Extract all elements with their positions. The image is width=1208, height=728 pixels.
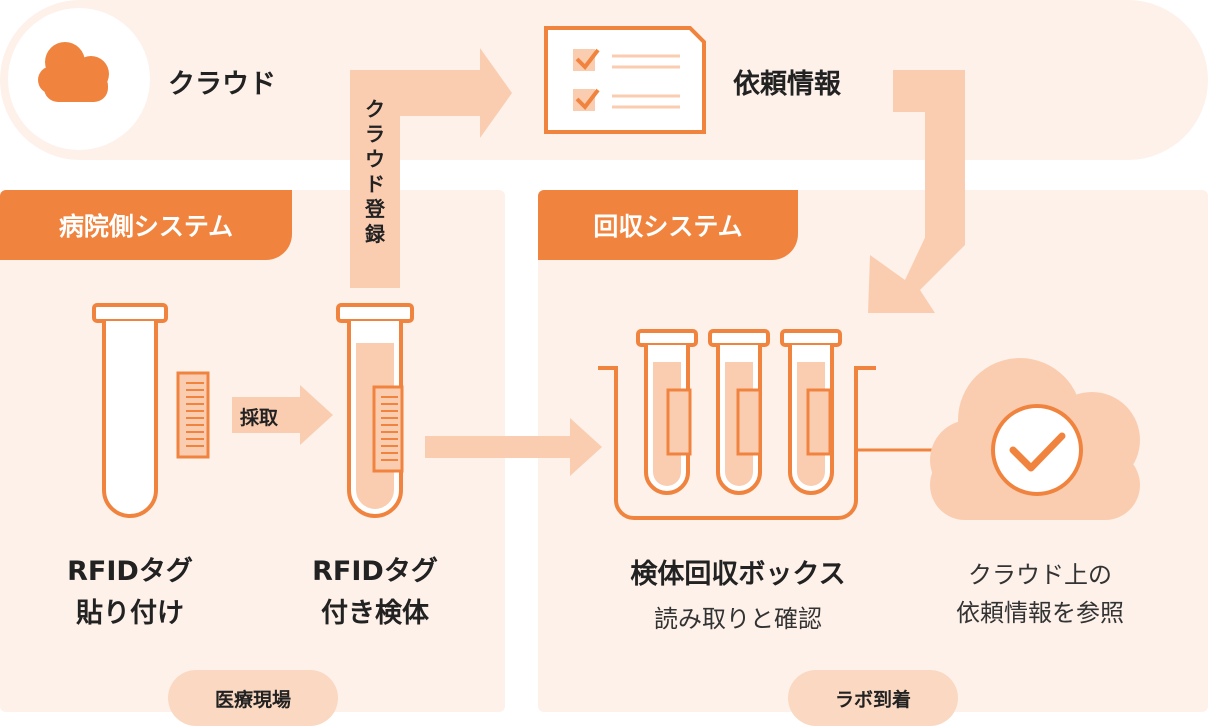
step-rfid-specimen-label: RFIDタグ 付き検体 <box>312 556 438 629</box>
cloud-icon <box>38 42 109 102</box>
box-test-tube-1 <box>636 329 698 495</box>
collect-label: 採取 <box>240 407 279 429</box>
location-badge-lab: ラボ到着 <box>788 670 958 726</box>
empty-test-tube-icon <box>92 303 168 518</box>
hospital-system-panel <box>0 190 505 712</box>
cloud-label: クラウド <box>168 69 276 100</box>
collection-box-sublabel: 読み取りと確認 <box>654 605 822 633</box>
box-test-tube-2 <box>708 329 770 495</box>
cloud-registration-arrow <box>350 48 512 288</box>
checklist-document-icon <box>544 26 706 134</box>
hospital-system-tab: 病院側システム <box>0 190 292 260</box>
box-test-tube-3 <box>780 329 842 495</box>
cloud-registration-text: クラウド登録 <box>365 97 385 246</box>
collect-arrow <box>232 385 333 445</box>
location-badge-medical: 医療現場 <box>168 670 338 726</box>
collection-box-icon <box>598 366 876 520</box>
cloud-registration-label: クラウド登録 <box>360 97 390 247</box>
collection-system-tab: 回収システム <box>538 190 798 260</box>
request-info-arrow <box>868 70 965 313</box>
collection-box-label: 検体回収ボックス <box>630 559 846 590</box>
transfer-arrow <box>425 418 602 476</box>
cloud-check-label: クラウド上の 依頼情報を参照 <box>956 561 1124 627</box>
step-rfid-attach-label: RFIDタグ 貼り付け <box>67 556 193 629</box>
request-info-label: 依頼情報 <box>733 69 841 100</box>
rfid-tag-icon <box>176 371 210 459</box>
cloud-check-icon <box>930 358 1140 520</box>
tagged-specimen-tube-icon <box>336 303 414 518</box>
